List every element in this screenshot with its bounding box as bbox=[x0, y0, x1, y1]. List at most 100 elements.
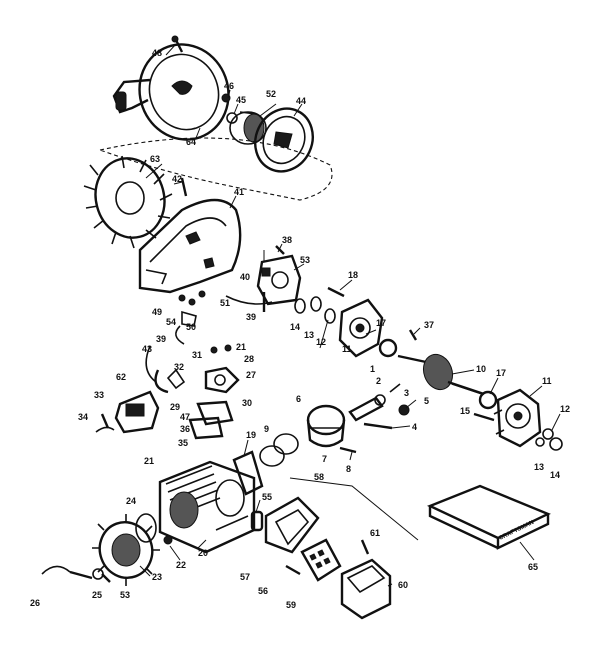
spark-arrestor bbox=[300, 538, 342, 582]
callout-43: 43 bbox=[142, 344, 152, 354]
callout-50: 50 bbox=[186, 322, 196, 332]
callout-4: 4 bbox=[412, 422, 417, 432]
callout-26: 26 bbox=[30, 598, 40, 608]
callout-49: 49 bbox=[152, 307, 162, 317]
callout-57: 57 bbox=[240, 572, 250, 582]
ignition-module bbox=[114, 390, 160, 434]
starter-screw bbox=[171, 35, 184, 53]
callout-60: 60 bbox=[398, 580, 408, 590]
screw-33 bbox=[100, 413, 110, 429]
flywheel-key bbox=[180, 177, 188, 197]
crankcase-half-right bbox=[493, 388, 542, 448]
callout-36: 36 bbox=[180, 424, 190, 434]
callout-38: 38 bbox=[282, 235, 292, 245]
callout-9: 9 bbox=[264, 424, 269, 434]
seal-set-lower bbox=[535, 428, 563, 451]
callout-40: 40 bbox=[240, 272, 250, 282]
callout-12-lower: 12 bbox=[560, 404, 570, 414]
callout-24: 24 bbox=[126, 496, 136, 506]
piston bbox=[306, 404, 346, 448]
intake-manifold bbox=[154, 344, 240, 440]
callout-2: 2 bbox=[376, 376, 381, 386]
spring-washer bbox=[221, 93, 238, 124]
callout-22: 22 bbox=[176, 560, 186, 570]
flywheel-fan bbox=[83, 155, 173, 249]
callout-3: 3 bbox=[404, 388, 409, 398]
callout-53: 53 bbox=[300, 255, 310, 265]
callout-13-lower: 13 bbox=[534, 462, 544, 472]
callout-59: 59 bbox=[286, 600, 296, 610]
callout-51: 51 bbox=[220, 298, 230, 308]
callout-46: 46 bbox=[224, 81, 234, 91]
washer-22 bbox=[163, 535, 173, 545]
callout-14-lower: 14 bbox=[550, 470, 560, 480]
callout-7: 7 bbox=[322, 454, 327, 464]
callout-52: 52 bbox=[266, 89, 276, 99]
callout-33: 33 bbox=[94, 390, 104, 400]
callout-20: 20 bbox=[198, 548, 208, 558]
callout-54: 54 bbox=[166, 317, 176, 327]
screw-15 bbox=[473, 412, 495, 422]
dashed-group-outline bbox=[97, 137, 333, 201]
callout-58: 58 bbox=[314, 472, 324, 482]
fan-shroud bbox=[138, 198, 242, 294]
fuel-line bbox=[145, 345, 157, 383]
cylinder bbox=[158, 460, 256, 554]
callout-8: 8 bbox=[346, 464, 351, 474]
callout-12-upper: 12 bbox=[316, 337, 326, 347]
callout-17-left: 17 bbox=[376, 318, 386, 328]
callout-15: 15 bbox=[460, 406, 470, 416]
callout-28: 28 bbox=[244, 354, 254, 364]
callout-64: 64 bbox=[186, 137, 196, 147]
callout-21-lower: 21 bbox=[144, 456, 154, 466]
leader-58 bbox=[289, 477, 419, 541]
callout-6: 6 bbox=[296, 394, 301, 404]
callout-labels: 48 46 45 52 44 64 42 63 41 38 53 18 40 5… bbox=[30, 48, 570, 610]
callout-1: 1 bbox=[370, 364, 375, 374]
leader-lines bbox=[139, 43, 561, 587]
clutch-drum bbox=[92, 514, 160, 586]
callout-21-upper: 21 bbox=[236, 342, 246, 352]
spring-34 bbox=[95, 426, 115, 433]
callout-27: 27 bbox=[246, 370, 256, 380]
crankshaft bbox=[397, 353, 485, 396]
callout-32: 32 bbox=[174, 362, 184, 372]
callout-25: 25 bbox=[92, 590, 102, 600]
callout-11-left: 11 bbox=[342, 344, 352, 354]
gasket-set-upper bbox=[294, 296, 336, 324]
starter-pulley bbox=[229, 111, 267, 145]
callout-62: 62 bbox=[116, 372, 126, 382]
callout-65: 65 bbox=[528, 562, 538, 572]
choke-cable bbox=[225, 295, 273, 305]
callout-53-lower: 53 bbox=[120, 590, 130, 600]
callout-30: 30 bbox=[242, 398, 252, 408]
callout-42: 42 bbox=[172, 174, 182, 184]
screw-18 bbox=[327, 286, 345, 298]
callout-39-left: 39 bbox=[156, 334, 166, 344]
piston-rings bbox=[259, 433, 299, 467]
callout-13-upper: 13 bbox=[304, 330, 314, 340]
starter-housing bbox=[112, 43, 230, 141]
callout-48: 48 bbox=[152, 48, 162, 58]
callout-41: 41 bbox=[234, 187, 244, 197]
bearing-right bbox=[478, 390, 498, 410]
callout-11-right: 11 bbox=[542, 376, 552, 386]
starter-cup bbox=[254, 107, 314, 173]
connecting-rod bbox=[348, 383, 410, 430]
callout-44: 44 bbox=[296, 96, 306, 106]
callout-18: 18 bbox=[348, 270, 358, 280]
cylinder-gasket bbox=[232, 450, 264, 496]
screw-53-lower bbox=[101, 573, 111, 583]
callout-10: 10 bbox=[476, 364, 486, 374]
seal-24 bbox=[135, 513, 157, 543]
callout-35: 35 bbox=[178, 438, 188, 448]
callout-37: 37 bbox=[424, 320, 434, 330]
callout-56: 56 bbox=[258, 586, 268, 596]
callout-61: 61 bbox=[370, 528, 380, 538]
callout-63: 63 bbox=[150, 154, 160, 164]
callout-55: 55 bbox=[262, 492, 272, 502]
callout-29: 29 bbox=[170, 402, 180, 412]
screw-61 bbox=[360, 539, 370, 555]
callout-31: 31 bbox=[192, 350, 202, 360]
callout-39-right: 39 bbox=[246, 312, 256, 322]
